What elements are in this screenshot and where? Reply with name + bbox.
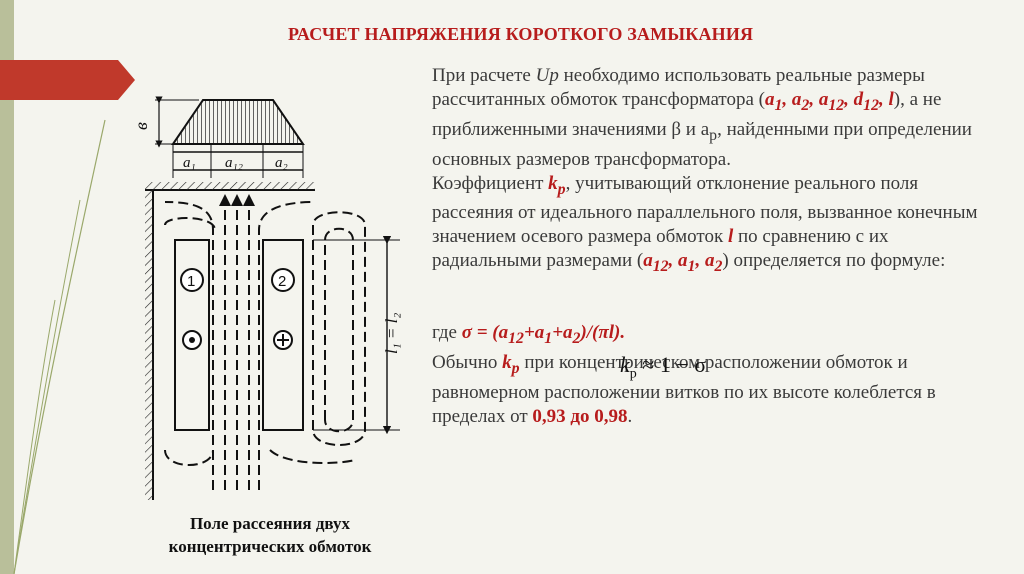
label-a1: a₁ <box>183 155 196 171</box>
title-arrow-tab <box>0 60 135 100</box>
body-text: При расчете Up необходимо использовать р… <box>432 64 992 429</box>
winding-2 <box>262 239 304 431</box>
field-distribution-trapezoid <box>171 99 305 145</box>
paragraph-4: Обычно kp при концентрическом расположен… <box>432 351 936 427</box>
formula-rest: ≈ 1 − σ <box>642 352 707 377</box>
paragraph-2: Коэффициент kp, учитывающий отклонение р… <box>432 172 978 276</box>
winding-1-number: 1 <box>187 273 195 290</box>
caption-line-1: Поле рассеяния двух <box>189 514 351 533</box>
caption-line-2: концентрических обмоток <box>168 537 372 556</box>
paragraph-1: При расчете Up необходимо использовать р… <box>432 65 972 170</box>
formula-k: k <box>620 352 630 377</box>
formula-spacer <box>432 279 992 321</box>
decorative-lines <box>13 119 106 574</box>
dissipation-field-diagram: в a₁ a₁₂ a₂ 1 2 l₁ = l₂ <box>131 96 401 500</box>
label-a2: a₂ <box>275 155 288 171</box>
label-a12: a₁₂ <box>225 155 243 171</box>
figure-caption: Поле рассеяния двух концентрических обмо… <box>130 512 410 558</box>
paragraph-3: где σ = (a12+a1+a2)/(πl). <box>432 322 626 347</box>
formula-sub: p <box>629 366 637 382</box>
label-b: в <box>131 122 151 130</box>
label-l: l₁ = l₂ <box>382 313 401 354</box>
winding-2-number: 2 <box>278 273 286 290</box>
formula-kp: kp ≈ 1 − σ <box>620 352 760 386</box>
slide-title: РАСЧЕТ НАПРЯЖЕНИЯ КОРОТКОГО ЗАМЫКАНИЯ <box>288 24 754 44</box>
winding-1 <box>174 239 210 431</box>
left-decor-strip <box>0 0 14 574</box>
